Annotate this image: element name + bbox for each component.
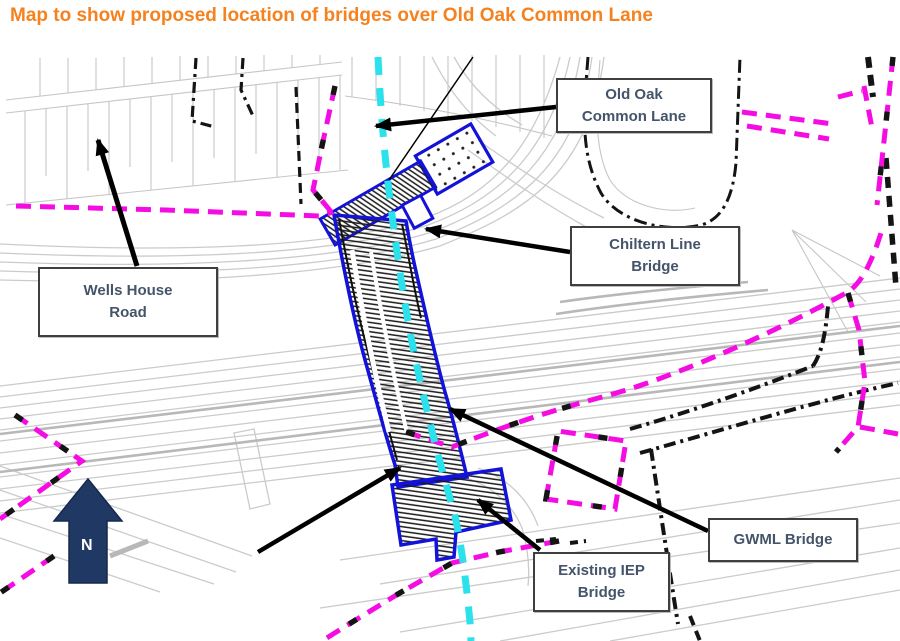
bridge-abutment: [390, 467, 514, 563]
bridge-lane-gap-2: [369, 251, 409, 434]
callout-chiltern-line2: Bridge: [631, 258, 679, 275]
callout-old-oak-line2: Common Lane: [581, 107, 687, 125]
callout-chiltern-line-bridge: Chiltern Line Bridge: [570, 226, 740, 286]
magenta-boundary-lines: [0, 56, 899, 641]
residential-plot-lines: [5, 55, 881, 333]
callout-old-oak-line1: Old Oak: [605, 85, 663, 103]
magenta-boundary-black-ticks: [0, 56, 896, 641]
arrow-chiltern-line-bridge: [424, 224, 571, 255]
proposed-bridge-structure: [318, 121, 514, 563]
arrow-wells-house-road: [95, 138, 140, 267]
north-arrow-label: N: [81, 537, 93, 554]
callout-gwml-line1: GWML Bridge: [733, 531, 833, 549]
bridge-inner-edge-right: [401, 223, 422, 319]
bridge-lane-gap-1: [349, 249, 392, 433]
main-bridge-band: [331, 213, 470, 489]
arrow-existing-iep-bridge: [476, 498, 542, 552]
callout-wells-house-road: Wells House Road: [38, 267, 218, 337]
callout-existing-iep-bridge: Existing IEP Bridge: [533, 552, 670, 612]
arrow-old-oak-common-lane: [374, 104, 557, 132]
callout-iep-line2: Bridge: [577, 584, 626, 601]
callout-old-oak-common-lane: Old Oak Common Lane: [556, 78, 712, 133]
callout-wells-line1: Wells House: [83, 282, 173, 300]
north-arrow: N: [52, 477, 124, 584]
callout-iep-line1: Existing IEP: [558, 562, 645, 580]
arrow-bridge-west-edge: [256, 466, 402, 554]
annotation-arrows: [95, 56, 709, 554]
black-boundary-lines: [190, 56, 899, 641]
arrow-gwml-bridge: [448, 406, 709, 534]
callout-chiltern-line1: Chiltern Line: [609, 236, 701, 254]
callout-gwml-bridge: GWML Bridge: [708, 518, 858, 562]
north-arrow-shape: [52, 477, 124, 584]
map-title: Map to show proposed location of bridges…: [10, 5, 653, 26]
bridge-notch: [400, 193, 435, 231]
callout-wells-line2: Road: [109, 304, 147, 321]
